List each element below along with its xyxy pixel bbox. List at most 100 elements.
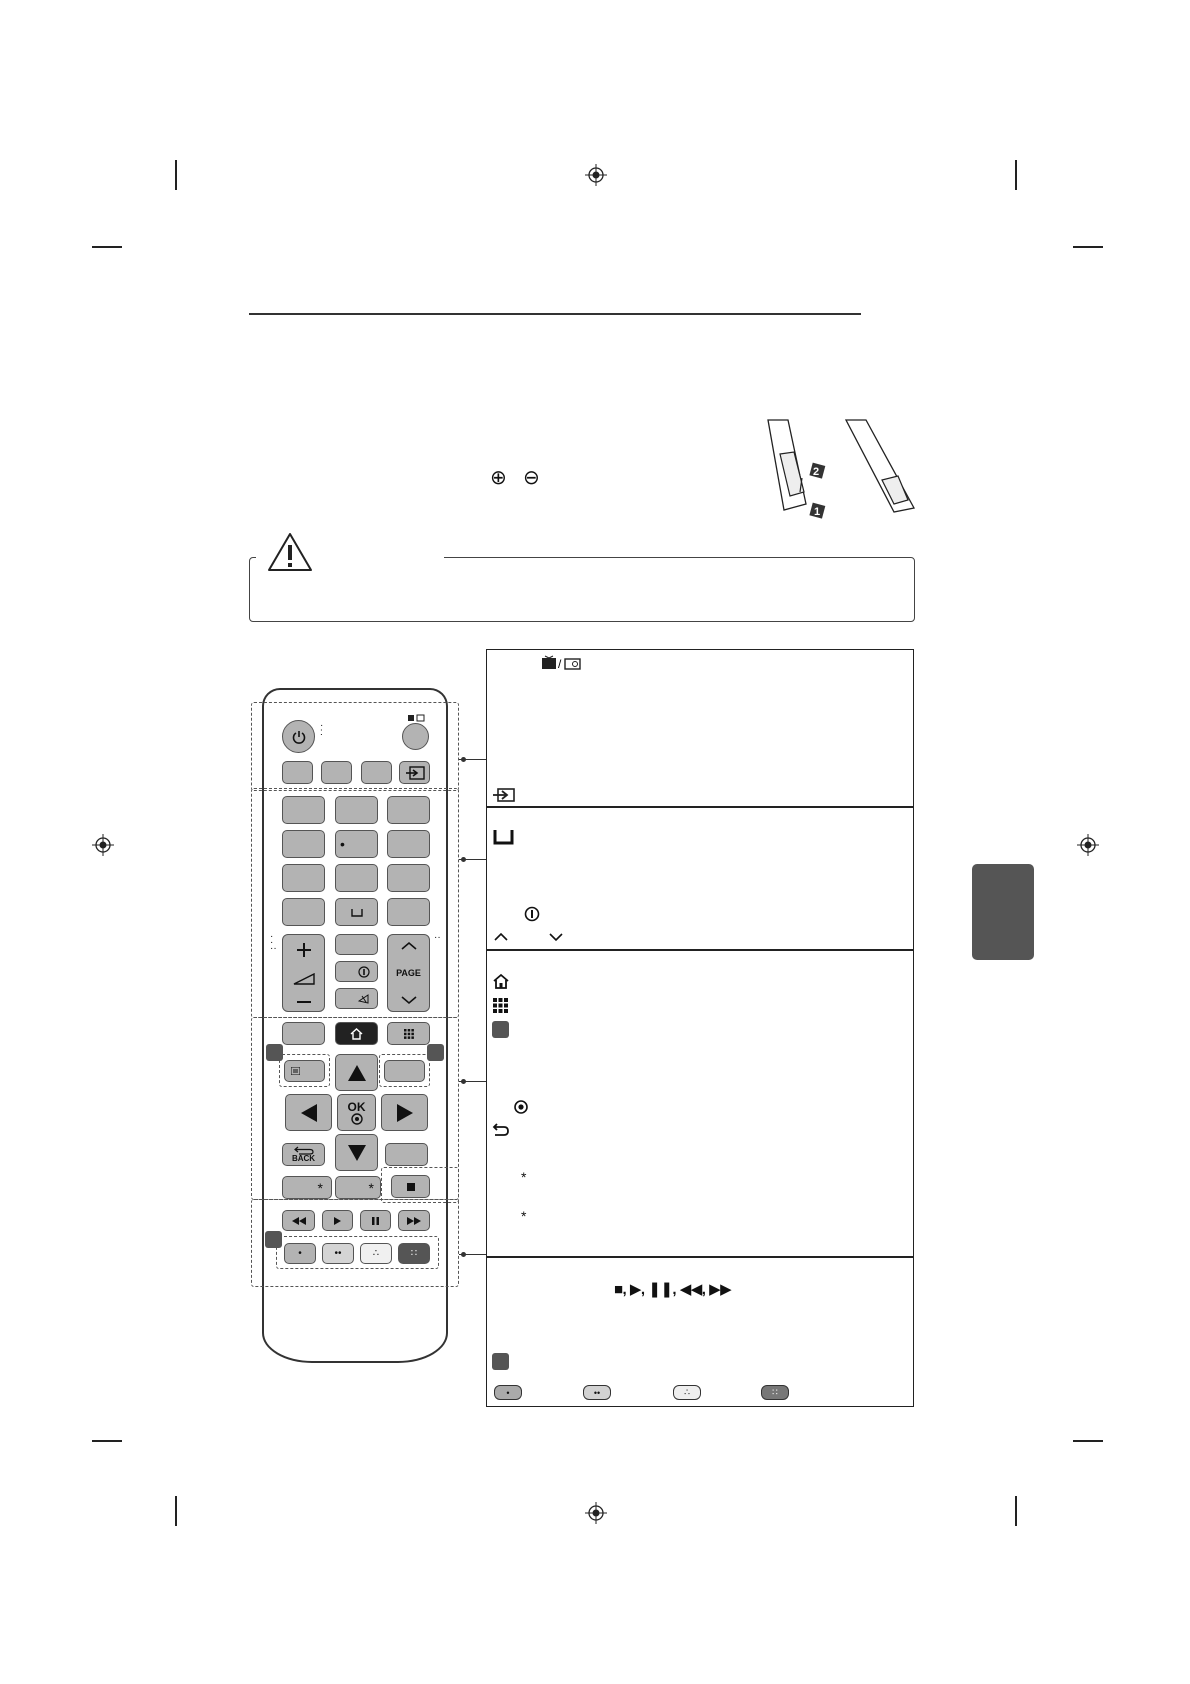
play-icon	[334, 1216, 341, 1225]
star-icon: *	[521, 1208, 527, 1224]
play-button[interactable]	[322, 1210, 353, 1231]
settings-button[interactable]	[282, 1022, 325, 1045]
pause-button[interactable]	[360, 1210, 391, 1231]
ok-label: OK	[347, 1099, 366, 1114]
marker-icon	[266, 1044, 283, 1061]
home-button[interactable]	[335, 1022, 378, 1045]
pause-icon	[372, 1216, 379, 1225]
info-button[interactable]	[335, 961, 378, 982]
info-icon	[358, 965, 370, 978]
dpad-up-button[interactable]	[335, 1054, 378, 1091]
page-down-icon	[549, 933, 563, 942]
button-row1-3[interactable]	[361, 761, 392, 784]
color-button-3[interactable]: ∴	[360, 1243, 392, 1264]
num-button-3[interactable]	[387, 796, 430, 824]
leader-dot	[461, 1252, 466, 1257]
input-button[interactable]	[399, 761, 430, 784]
marker-icon	[492, 1353, 509, 1370]
num-button-8[interactable]	[335, 864, 378, 892]
crop-mark	[92, 246, 122, 248]
num-button-7[interactable]	[282, 864, 325, 892]
mute-button[interactable]	[335, 988, 378, 1009]
ok-button[interactable]: OK	[337, 1094, 376, 1131]
extra-button[interactable]	[384, 1060, 425, 1082]
power-icon	[292, 730, 305, 744]
marker-icon	[265, 1231, 282, 1248]
crop-mark	[1073, 1440, 1103, 1442]
arrow-right-icon	[396, 1103, 413, 1122]
leader-dot	[461, 857, 466, 862]
dpad-down-button[interactable]	[335, 1134, 378, 1171]
crop-mark	[175, 1496, 177, 1526]
volume-down-icon	[296, 1001, 311, 1003]
input-icon	[405, 765, 425, 780]
plus-polarity-icon: ⊕	[490, 467, 507, 489]
button-row1-1[interactable]	[282, 761, 313, 784]
color-button-4-icon: ∷	[761, 1385, 789, 1400]
star-button-1[interactable]: *	[282, 1176, 332, 1199]
page-dots: ··	[434, 932, 441, 943]
back-icon	[293, 1146, 314, 1155]
num-button-1[interactable]	[282, 796, 325, 824]
leader-line	[459, 1254, 486, 1255]
crop-mark	[92, 1440, 122, 1442]
minus-polarity-icon: ⊖	[523, 467, 540, 489]
ok-icon	[350, 1112, 363, 1125]
volume-dots: ····	[270, 931, 277, 954]
input-icon	[493, 788, 515, 802]
space-icon	[493, 830, 514, 845]
tv-radio-icon	[408, 714, 425, 722]
exit-button[interactable]	[385, 1143, 428, 1166]
rewind-button[interactable]	[282, 1210, 315, 1231]
stop-button[interactable]	[391, 1175, 430, 1198]
arrow-down-icon	[347, 1144, 366, 1161]
crop-mark	[1073, 246, 1103, 248]
space-button[interactable]	[335, 898, 378, 926]
power-dots: ·:	[320, 720, 324, 738]
volume-up-icon	[296, 943, 311, 957]
num-button-2[interactable]	[335, 796, 378, 824]
color-button-4[interactable]: ∷	[398, 1243, 430, 1264]
dpad-right-button[interactable]	[381, 1094, 428, 1131]
button-row1-2[interactable]	[321, 761, 352, 784]
num-button-5[interactable]: •	[335, 830, 378, 858]
page-rocker[interactable]: PAGE	[387, 934, 430, 1012]
num-button-9[interactable]	[387, 864, 430, 892]
leader-line	[459, 759, 486, 760]
playback-glyphs: ■, ▶, ❚❚, ◀◀, ▶▶	[614, 1281, 732, 1298]
battery-step-1: 1	[814, 506, 820, 518]
power-button[interactable]	[282, 720, 315, 753]
fast-forward-button[interactable]	[398, 1210, 430, 1231]
tv-radio-button[interactable]	[402, 723, 429, 750]
recent-button[interactable]	[387, 898, 430, 926]
region-color-buttons	[276, 1236, 439, 1269]
dpad-left-button[interactable]	[285, 1094, 332, 1131]
crop-mark	[175, 160, 177, 190]
volume-rocker[interactable]	[282, 934, 325, 1012]
num-button-4[interactable]	[282, 830, 325, 858]
registration-mark-icon	[1077, 834, 1099, 856]
registration-mark-icon	[585, 1502, 607, 1524]
leader-line	[459, 859, 486, 860]
back-button[interactable]: BACK	[282, 1143, 325, 1166]
back-icon	[492, 1123, 509, 1136]
fast-forward-icon	[407, 1216, 421, 1225]
list-button[interactable]	[282, 898, 325, 926]
color-button-2[interactable]: ••	[322, 1243, 354, 1264]
region-playback	[251, 1199, 459, 1287]
page-up-icon	[400, 941, 417, 950]
legend-box	[486, 649, 914, 1407]
apps-button[interactable]	[387, 1022, 430, 1045]
star-button-2[interactable]: *	[335, 1176, 381, 1199]
center-top-button[interactable]	[335, 934, 378, 955]
arrow-up-icon	[347, 1064, 366, 1081]
space-icon	[350, 908, 363, 917]
list-icon	[291, 1067, 300, 1075]
num-button-6[interactable]	[387, 830, 430, 858]
warning-triangle-icon	[268, 533, 312, 571]
color-button-1[interactable]: •	[284, 1243, 316, 1264]
color-button-3-icon: ∴	[673, 1385, 701, 1400]
marker-icon	[492, 1021, 509, 1038]
rewind-icon	[291, 1216, 306, 1225]
guide-button[interactable]	[284, 1060, 325, 1082]
